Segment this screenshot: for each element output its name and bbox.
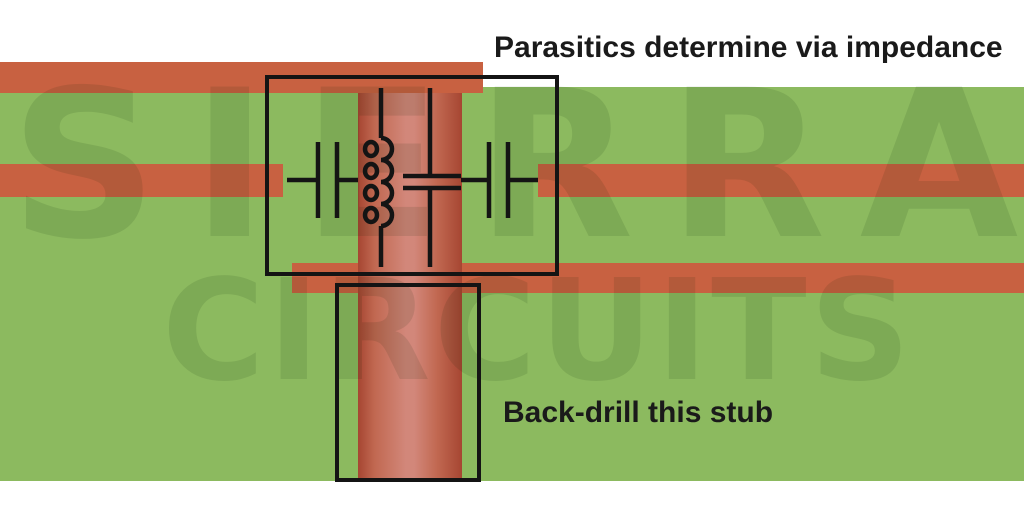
copper-trace-middle-left [0, 164, 283, 197]
via-capacitor-symbol [403, 88, 461, 267]
back-drill-label: Back-drill this stub [503, 396, 774, 429]
copper-trace-middle-right [538, 164, 1024, 197]
pad-capacitor-symbol-left [287, 142, 358, 218]
parasitic-network-outline [265, 75, 559, 276]
title-label: Parasitics determine via impedance [494, 31, 1003, 64]
pad-capacitor-symbol-right [461, 142, 538, 218]
via-inductor-symbol [362, 88, 395, 267]
back-drill-stub-outline [335, 283, 481, 482]
